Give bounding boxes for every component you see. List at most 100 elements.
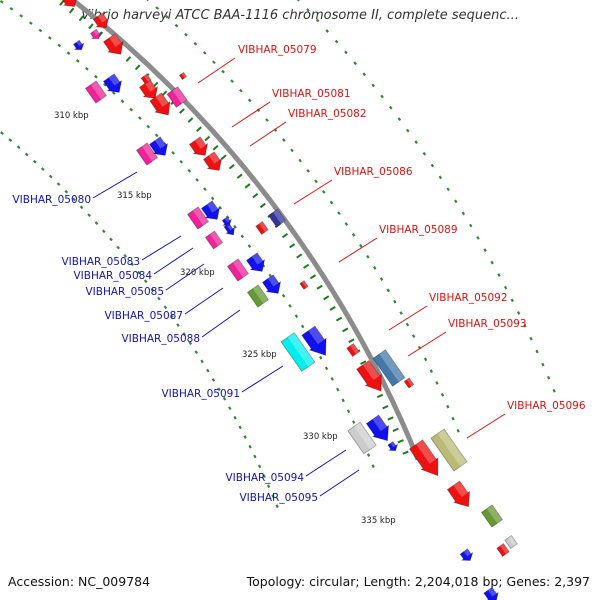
gene-label-red[interactable]: VIBHAR_05086	[334, 166, 413, 178]
gene-highlight	[379, 349, 405, 382]
leader-line	[338, 237, 378, 263]
gene-highlight	[406, 378, 414, 387]
gene-feature-khaki[interactable]	[430, 428, 468, 472]
gene-highlight	[143, 74, 151, 82]
gene-shape	[347, 421, 377, 455]
gene-feature-olive[interactable]	[480, 504, 504, 528]
gene-label-red[interactable]: VIBHAR_05079	[238, 44, 317, 56]
gene-label-red[interactable]: VIBHAR_05081	[272, 88, 351, 100]
gene-feature-magenta[interactable]	[204, 230, 224, 250]
track-dot	[163, 305, 168, 310]
track-dot	[203, 187, 207, 191]
track-dot	[430, 163, 435, 168]
gene-feature-red[interactable]	[255, 221, 269, 235]
gene-feature-blue[interactable]	[482, 586, 501, 600]
gene-feature-blue[interactable]	[72, 39, 86, 53]
gene-label-blue[interactable]: VIBHAR_05084	[73, 270, 152, 282]
gene-feature-blue[interactable]	[221, 216, 234, 228]
gene-feature-magenta[interactable]	[135, 142, 159, 166]
gene-label-blue[interactable]: VIBHAR_05095	[239, 492, 318, 504]
track-dot	[371, 83, 376, 88]
gene-feature-blue[interactable]	[102, 73, 126, 97]
gene-label-red[interactable]: VIBHAR_05096	[507, 400, 586, 412]
gene-feature-magenta[interactable]	[226, 258, 250, 282]
track-dot	[101, 229, 106, 234]
gene-feature-gray[interactable]	[504, 535, 518, 549]
genome-backbone	[68, 0, 421, 461]
track-dot	[9, 7, 14, 11]
gene-shape	[403, 377, 415, 389]
track-dot	[397, 117, 402, 122]
gene-feature-red[interactable]	[355, 359, 389, 396]
gene-shape	[226, 258, 250, 282]
gene-feature-red[interactable]	[148, 92, 175, 120]
gene-feature-red[interactable]	[59, 0, 81, 11]
gene-highlight	[372, 415, 387, 432]
gene-feature-navy[interactable]	[267, 208, 287, 228]
gene-feature-blue[interactable]	[459, 548, 476, 564]
gene-label-blue[interactable]: VIBHAR_05083	[61, 256, 140, 268]
gene-label-blue[interactable]: VIBHAR_05085	[85, 286, 164, 298]
scale-tick	[392, 427, 399, 432]
gene-shape	[72, 39, 85, 51]
gene-feature-blue[interactable]	[148, 136, 172, 160]
gene-highlight	[252, 284, 269, 304]
gene-feature-steel[interactable]	[372, 349, 406, 387]
gene-shape	[365, 414, 389, 442]
gene-feature-magenta[interactable]	[84, 80, 108, 104]
gene-label-blue[interactable]: VIBHAR_05087	[104, 310, 183, 322]
gene-label-red[interactable]: VIBHAR_05089	[379, 224, 458, 236]
track-dot	[386, 288, 390, 293]
gene-feature-red[interactable]	[299, 280, 309, 290]
gene-feature-magenta[interactable]	[186, 206, 210, 230]
gene-feature-red[interactable]	[138, 79, 162, 103]
gene-feature-blue[interactable]	[200, 200, 224, 224]
gene-feature-blue[interactable]	[365, 414, 395, 446]
gene-highlight	[224, 217, 230, 223]
gene-label-blue[interactable]: VIBHAR_05080	[12, 194, 91, 206]
track-dot	[75, 59, 80, 63]
gene-label-blue[interactable]: VIBHAR_05088	[121, 333, 200, 345]
gene-label-blue[interactable]: VIBHAR_05094	[225, 472, 304, 484]
track-dot	[529, 336, 533, 341]
track-dot	[306, 169, 310, 173]
gene-label-red[interactable]: VIBHAR_05082	[288, 108, 367, 120]
track-dot	[362, 72, 367, 77]
gene-feature-red[interactable]	[408, 439, 446, 482]
gene-label-red[interactable]: VIBHAR_05093	[448, 318, 527, 330]
gene-feature-blue[interactable]	[245, 252, 269, 276]
gene-feature-cyan[interactable]	[280, 332, 316, 372]
gene-highlight	[232, 258, 249, 278]
gene-feature-red[interactable]	[446, 480, 476, 512]
gene-feature-red[interactable]	[102, 33, 128, 60]
gene-feature-red[interactable]	[92, 12, 112, 32]
scale-tick	[296, 253, 303, 259]
gene-feature-magenta[interactable]	[166, 86, 188, 108]
track-dot	[329, 200, 334, 205]
gene-feature-gray[interactable]	[347, 421, 377, 455]
track-dot	[535, 349, 539, 354]
gene-highlight	[267, 274, 279, 287]
gene-feature-blue[interactable]	[300, 325, 334, 361]
gene-shape	[446, 480, 470, 508]
gene-feature-red[interactable]	[346, 343, 360, 357]
gene-label-blue[interactable]: VIBHAR_05091	[161, 388, 240, 400]
gene-feature-red[interactable]	[496, 543, 510, 557]
gene-highlight	[209, 231, 223, 246]
gene-feature-blue[interactable]	[261, 274, 285, 298]
track-dot	[406, 128, 410, 133]
gene-shape	[430, 428, 468, 472]
gene-feature-blue[interactable]	[386, 440, 399, 453]
gene-feature-red[interactable]	[140, 73, 152, 85]
track-dot	[28, 21, 33, 25]
gene-feature-red[interactable]	[403, 377, 415, 389]
gene-feature-red[interactable]	[188, 136, 212, 160]
leader-line	[165, 263, 205, 291]
gene-label-red[interactable]: VIBHAR_05092	[429, 292, 508, 304]
gene-feature-olive[interactable]	[246, 284, 270, 308]
gene-feature-red[interactable]	[178, 71, 188, 81]
gene-feature-magenta[interactable]	[89, 28, 103, 42]
gene-shape	[202, 151, 223, 171]
track-dot	[211, 378, 216, 382]
gene-feature-red[interactable]	[202, 151, 226, 175]
